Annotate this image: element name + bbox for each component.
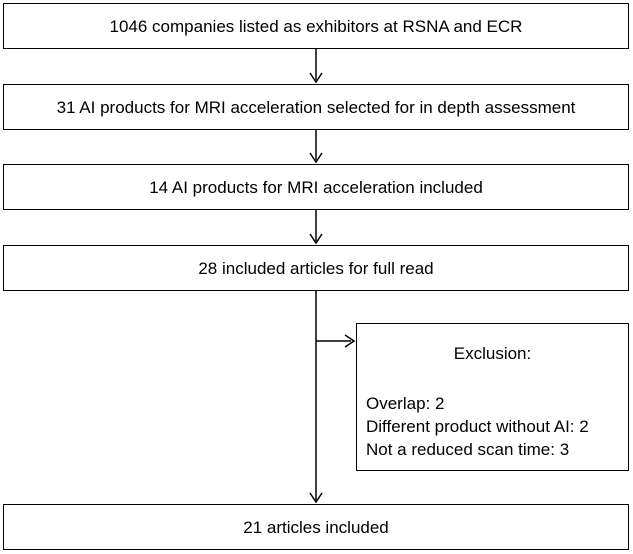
exclusion-box: Exclusion: Overlap: 2 Different product … bbox=[356, 323, 629, 471]
arrowhead-down-1 bbox=[309, 72, 323, 84]
exclusion-list: Overlap: 2 Different product without AI:… bbox=[366, 392, 589, 461]
exclusion-item-scan-time: Not a reduced scan time: 3 bbox=[366, 440, 570, 459]
flow-box-selected-products: 31 AI products for MRI acceleration sele… bbox=[3, 84, 629, 130]
flow-box-companies-label: 1046 companies listed as exhibitors at R… bbox=[109, 16, 523, 36]
flow-box-included-products-label: 14 AI products for MRI acceleration incl… bbox=[149, 177, 483, 197]
arrowhead-right-exclusion bbox=[344, 334, 356, 348]
flow-box-companies: 1046 companies listed as exhibitors at R… bbox=[3, 3, 629, 49]
flow-box-included-products: 14 AI products for MRI acceleration incl… bbox=[3, 164, 629, 210]
arrowhead-down-4 bbox=[309, 492, 323, 504]
flow-box-final-articles-label: 21 articles included bbox=[243, 517, 389, 537]
arrowhead-down-2 bbox=[309, 152, 323, 164]
arrowhead-down-3 bbox=[309, 233, 323, 245]
exclusion-item-overlap: Overlap: 2 bbox=[366, 394, 445, 413]
exclusion-item-different-product: Different product without AI: 2 bbox=[366, 417, 589, 436]
flow-box-articles-full-read: 28 included articles for full read bbox=[3, 245, 629, 291]
flow-box-selected-products-label: 31 AI products for MRI acceleration sele… bbox=[56, 97, 576, 117]
exclusion-title: Exclusion: bbox=[453, 344, 532, 363]
flow-box-final-articles: 21 articles included bbox=[3, 504, 629, 550]
flow-box-articles-full-read-label: 28 included articles for full read bbox=[198, 258, 434, 278]
